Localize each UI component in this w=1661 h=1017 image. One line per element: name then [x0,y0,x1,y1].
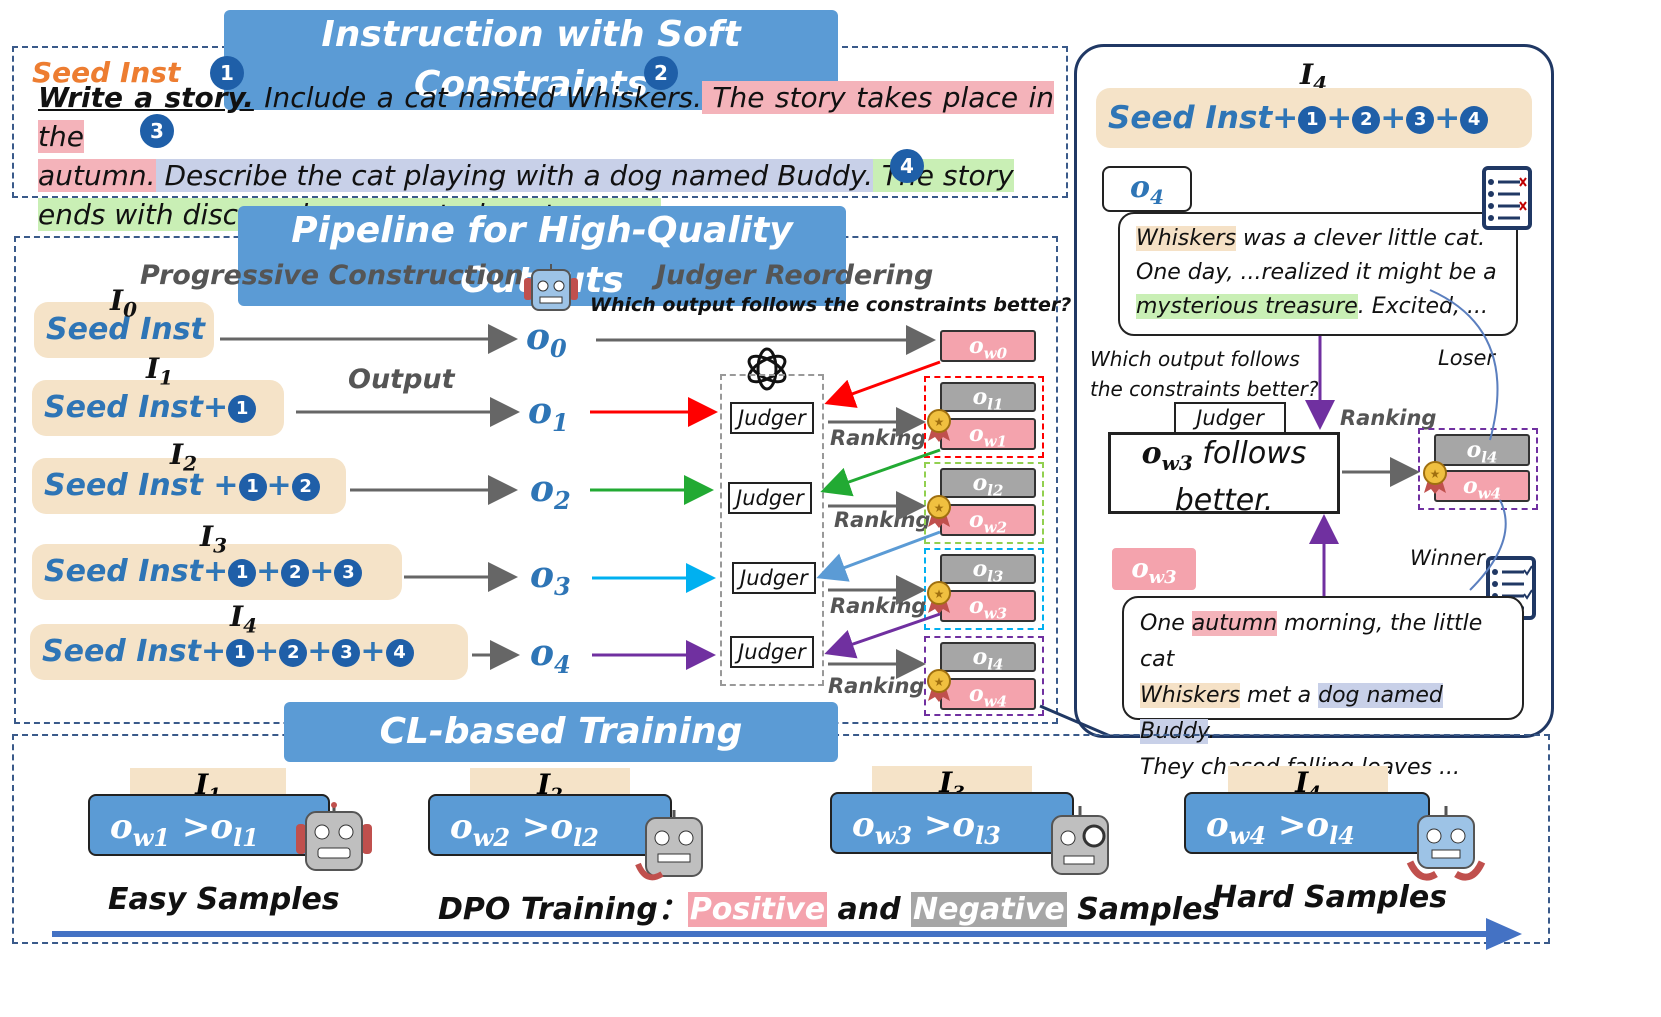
detail-panel [1074,44,1554,738]
seed-row-0: Seed Inst [34,302,214,358]
seed-row-1: Seed Inst+1 [32,380,284,436]
i-label-0: I0 [110,284,138,322]
chip-ow0: ow0 [940,330,1036,362]
robot-strong-icon [1406,806,1486,881]
robot-happy-icon [296,802,372,871]
training-banner: CL-based Training Paradigm [284,702,838,812]
progressive-title: Progressive Construction [140,260,524,291]
detail-seed: Seed Inst+1+2+3+4 [1096,88,1532,148]
robot-icon [524,264,578,311]
seed-row-4: Seed Inst+1+2+3+4 [30,624,468,680]
constraint-badge-1: 1 [210,56,244,90]
constraint-4-text: The story [873,159,1014,192]
judger-box-3: Judger [732,562,816,594]
medal-icon: ★ [927,669,951,702]
judger-question: Which output follows the constraints bet… [590,294,1072,316]
chip-ol4: ol4 [940,642,1036,673]
checklist-icon [1482,166,1532,230]
arrow-ow0-judger1 [824,360,941,408]
arrow-ow1-judger2 [820,448,941,497]
medal-icon: ★ [1423,461,1447,494]
medal-icon: ★ [927,495,951,528]
robot-hurt-icon [635,810,703,881]
detail-chip-ol4: ol4 [1434,434,1530,466]
judger-box-1: Judger [730,402,814,434]
constraint-1-text: Include a cat named Whiskers. [253,81,703,114]
train-pair-4: ow4 >ol4 [1184,792,1430,854]
hard-samples-caption: Hard Samples [1212,880,1448,915]
chip-ow2: ow2 [940,504,1036,536]
i-label-3: I3 [200,520,228,558]
constraint-3-text: Describe the cat playing with a dog name… [155,159,874,192]
judger-column [720,374,824,686]
o-label-2: o2 [530,468,571,516]
chip-ol3: ol3 [940,554,1036,585]
dpo-caption: DPO Training：Positive and Negative Sampl… [438,892,1221,927]
detail-judger: Judger [1174,402,1286,434]
o-label-3: o3 [530,554,571,602]
ow3-tag: ow3 [1110,546,1198,592]
train-pair-3: ow3 >ol3 [830,792,1074,854]
medal-icon: ★ [927,409,951,442]
svg-text:★: ★ [934,675,945,689]
svg-text:★: ★ [934,501,945,515]
ow3-hl-autumn: autumn [1191,611,1278,636]
arrow-ow2-judger3 [816,530,941,582]
constraint-badge-2: 2 [644,56,678,90]
chip-ol2: ol2 [940,468,1036,499]
i-label-1: I1 [146,352,174,390]
train-pair-1: ow1 >ol1 [88,794,330,856]
judger-box-2: Judger [728,482,812,514]
constraint-badge-3: 3 [140,114,174,148]
easy-samples-caption: Easy Samples [108,882,340,917]
o4-card: Whiskers was a clever little cat. One da… [1118,212,1518,336]
seed-row-2: Seed Inst +1+2 [32,458,346,514]
o-label-4: o4 [530,632,571,680]
constraint-2-text-cont: autumn. [38,159,156,192]
ow3-card: One autumn morning, the little cat Whisk… [1122,596,1524,780]
write-story: Write a story. [38,81,254,114]
o4-tag: o4 [1102,166,1192,212]
loser-curve [1429,289,1499,441]
judger-box-4: Judger [730,636,814,668]
i-label-2: I2 [170,438,198,476]
train-pair-2: ow2 >ol2 [428,794,672,856]
chip-ol1: ol1 [940,382,1036,413]
openai-icon [747,347,787,391]
winner-curve [1469,499,1507,591]
robot-inspect-icon [1051,806,1109,875]
judger-reordering-title: Judger Reordering [656,260,934,291]
loser-label: Loser [1438,346,1496,370]
detail-chip-ow4: ow4 [1434,470,1530,502]
chip-ow4: ow4 [940,678,1036,710]
i-label-4: I4 [230,600,258,638]
detail-ranking-label: Ranking [1340,406,1437,430]
winner-label: Winner [1410,546,1485,570]
o4-hl-whiskers: Whiskers [1136,226,1237,251]
svg-text:★: ★ [934,587,945,601]
seed-row-3: Seed Inst+1+2+3 [32,544,402,600]
output-label: Output [348,364,455,395]
constraint-badge-4: 4 [890,149,924,183]
negative-swatch: Negative [911,892,1067,927]
o4-hl-treasure: mysterious treasure [1136,294,1358,319]
svg-text:★: ★ [1430,467,1441,481]
o-label-1: o1 [528,390,569,438]
arrow-ow3-judger4 [824,612,941,659]
seed-inst-label: Seed Inst [32,56,181,89]
o-label-0: o0 [526,316,567,364]
positive-swatch: Positive [687,892,828,927]
ow3-hl-whiskers: Whiskers [1140,683,1241,708]
svg-text:★: ★ [934,415,945,429]
medal-icon: ★ [927,581,951,614]
